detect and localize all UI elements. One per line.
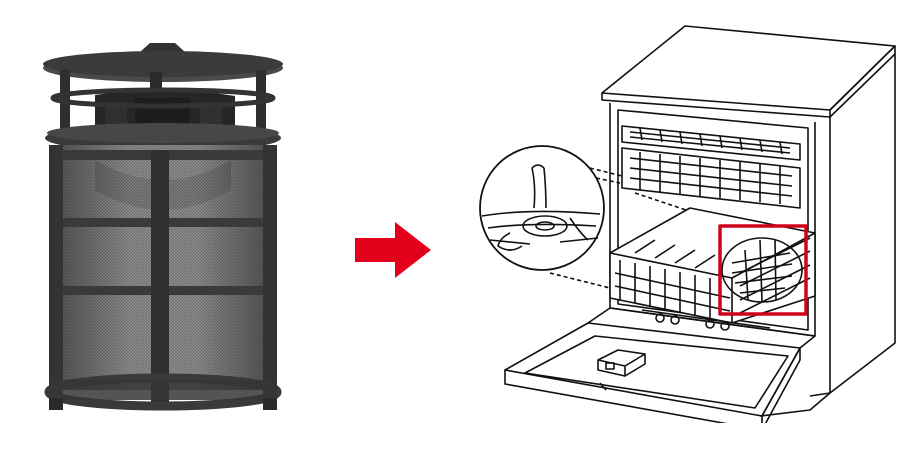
dishwasher-open-door-icon [479, 25, 896, 423]
dishwasher-diagram-image [470, 18, 910, 423]
mesh-filter-image [35, 40, 290, 420]
magnifier-inset-icon [479, 145, 605, 271]
right-arrow-icon [355, 222, 431, 278]
mesh-filter-icon [43, 43, 283, 411]
right-arrow [355, 222, 435, 278]
